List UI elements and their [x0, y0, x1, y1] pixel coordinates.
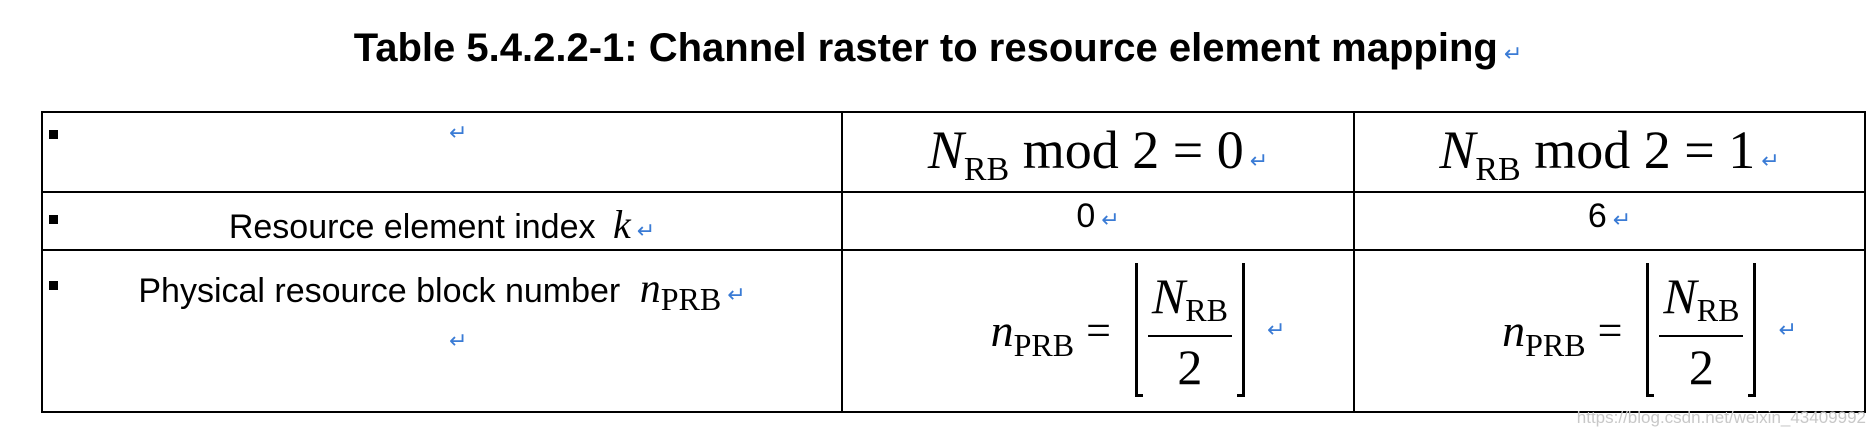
- table-caption: Table 5.4.2.2-1: Channel raster to resou…: [0, 20, 1876, 83]
- n-symbol: n: [1502, 304, 1526, 356]
- header-row: ↵ NRB mod 2 = 0↵ NRB mod 2 = 1↵: [41, 111, 1866, 193]
- value-text: 0: [1076, 197, 1096, 235]
- mod-expression: mod 2 = 0: [1009, 120, 1244, 180]
- table-row: Resource element index k↵ 0↵ 6↵: [41, 191, 1866, 251]
- row-label-cell: Resource element index k↵: [41, 191, 843, 251]
- n-symbol: N: [1663, 268, 1697, 324]
- prb-subscript: PRB: [1013, 326, 1075, 363]
- header-cell-even: NRB mod 2 = 0↵: [841, 111, 1355, 193]
- floor-bracket: NRB 2: [1134, 263, 1246, 397]
- paragraph-mark-icon: ↵: [727, 283, 746, 308]
- n-symbol: N: [1151, 268, 1186, 324]
- table-row: Physical resource block number nPRB↵ ↵ n…: [41, 249, 1866, 413]
- rb-subscript: RB: [1475, 151, 1521, 188]
- value-cell-odd: 6↵: [1353, 191, 1866, 251]
- prb-subscript: PRB: [660, 281, 722, 317]
- caption-text: Table 5.4.2.2-1: Channel raster to resou…: [353, 26, 1498, 70]
- n-symbol: n: [990, 304, 1014, 356]
- formula-cell-even: nPRB = NRB 2 ↵: [841, 249, 1355, 413]
- bullet-icon: [49, 215, 58, 224]
- paragraph-mark-icon: ↵: [449, 329, 468, 354]
- paragraph-mark-icon: ↵: [1503, 42, 1523, 67]
- k-symbol: k: [612, 202, 631, 247]
- rb-subscript: RB: [963, 151, 1010, 188]
- rb-subscript: RB: [1185, 292, 1228, 328]
- watermark: https://blog.csdn.net/weixin_43409992: [1576, 408, 1866, 427]
- equals-sign: =: [1597, 305, 1623, 355]
- bullet-icon: [49, 281, 58, 290]
- row-label-cell: Physical resource block number nPRB↵ ↵: [41, 249, 843, 413]
- mapping-table: ↵ NRB mod 2 = 0↵ NRB mod 2 = 1↵ Resource…: [41, 111, 1866, 413]
- fraction: NRB 2: [1147, 268, 1232, 395]
- paragraph-mark-icon: ↵: [449, 121, 468, 146]
- rb-subscript: RB: [1696, 292, 1740, 328]
- value-text: 6: [1587, 197, 1607, 235]
- paragraph-mark-icon: ↵: [636, 219, 656, 244]
- n-symbol: N: [927, 120, 964, 180]
- equals-sign: =: [1086, 305, 1111, 355]
- paragraph-mark-icon: ↵: [1249, 149, 1269, 174]
- paragraph-mark-icon: ↵: [1778, 317, 1797, 343]
- denominator: 2: [1688, 339, 1714, 395]
- paragraph-mark-icon: ↵: [1761, 149, 1780, 174]
- formula-cell-odd: nPRB = NRB 2 ↵: [1353, 249, 1866, 413]
- paragraph-mark-icon: ↵: [1101, 208, 1120, 233]
- prb-subscript: PRB: [1525, 326, 1586, 363]
- bullet-icon: [49, 130, 58, 139]
- row-label: Physical resource block number: [138, 272, 621, 310]
- mod-expression: mod 2 = 1: [1520, 120, 1756, 180]
- n-symbol: N: [1439, 120, 1476, 180]
- header-cell-odd: NRB mod 2 = 1↵: [1353, 111, 1866, 193]
- row-label: Resource element index: [228, 208, 596, 246]
- floor-bracket: NRB 2: [1646, 263, 1757, 397]
- denominator: 2: [1177, 339, 1203, 395]
- paragraph-mark-icon: ↵: [1612, 208, 1632, 233]
- n-symbol: n: [639, 266, 661, 312]
- header-cell-empty: ↵: [41, 111, 843, 193]
- paragraph-mark-icon: ↵: [1266, 317, 1286, 343]
- value-cell-even: 0↵: [841, 191, 1355, 251]
- fraction: NRB 2: [1659, 268, 1744, 395]
